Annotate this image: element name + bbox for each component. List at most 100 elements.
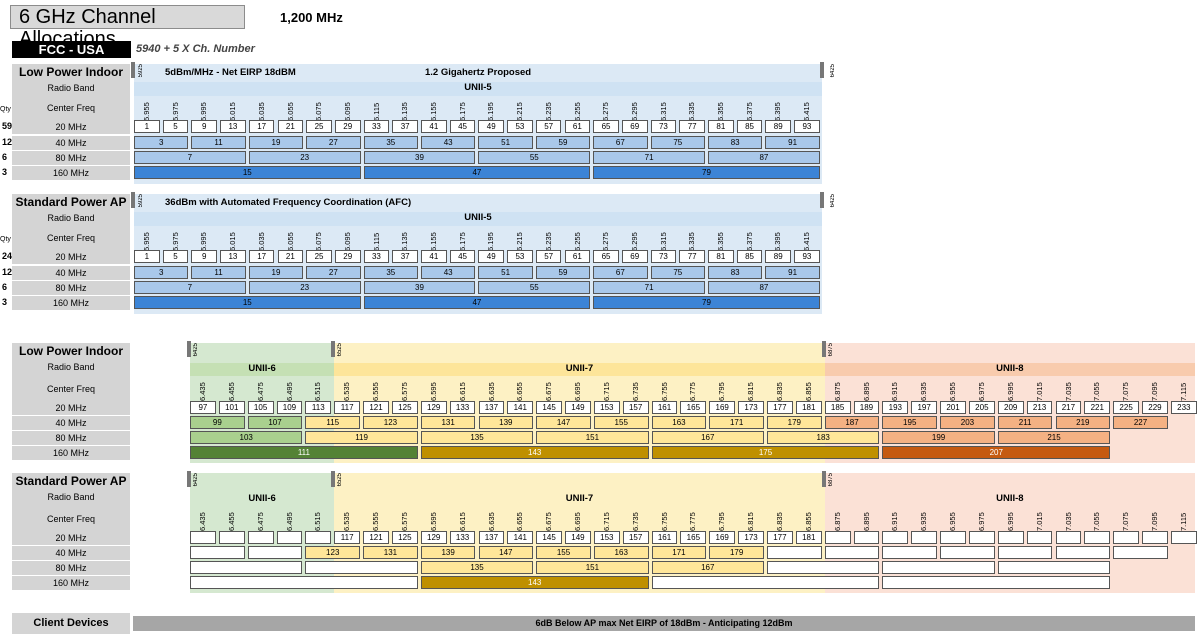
center-freq-tick: 6.695: [573, 382, 583, 401]
center-freq-tick: 6.435: [198, 512, 207, 531]
total-bandwidth: 1,200 MHz: [280, 10, 343, 25]
channel-20mhz: 137: [478, 531, 505, 544]
channel-20mhz: 153: [593, 531, 620, 544]
center-freq-tick: 7.115: [1178, 512, 1188, 531]
channel-20mhz: [853, 531, 880, 544]
center-freq-tick: 7.055: [1092, 382, 1102, 401]
channel-20mhz: 85: [736, 120, 763, 133]
center-freq-tick: 6.415: [802, 102, 812, 121]
center-freq-tick: 6.975: [976, 512, 986, 531]
channel-80mhz: 71: [593, 281, 705, 294]
qty-value: 12: [2, 267, 13, 277]
center-freq-tick: 6.755: [659, 382, 669, 401]
band-end-marker: [820, 62, 824, 78]
channel-20mhz: 177: [767, 531, 793, 544]
channel-40mhz: 179: [709, 546, 764, 559]
band-edge-marker: [331, 341, 336, 357]
channel-20mhz: 221: [1084, 401, 1111, 414]
channel-40mhz: 67: [593, 136, 648, 149]
center-freq-tick: 6.355: [716, 102, 725, 121]
channel-20mhz: 89: [765, 120, 792, 133]
channel-20mhz: 65: [593, 250, 619, 263]
channel-20mhz: 5: [162, 120, 189, 133]
channel-width-label: 20 MHz: [12, 401, 130, 415]
channel-40mhz: 195: [882, 416, 938, 429]
band-edge-marker: [187, 341, 191, 357]
center-freq-tick: 6.395: [773, 232, 783, 251]
channel-20mhz: 185: [824, 401, 851, 414]
band-end-freq: 6425: [830, 194, 836, 208]
channel-20mhz: 101: [218, 401, 245, 414]
channel-40mhz: 59: [535, 266, 591, 279]
channel-40mhz: [767, 546, 822, 559]
channel-40mhz: 139: [478, 416, 534, 429]
channel-20mhz: 85: [736, 250, 763, 263]
channel-20mhz: 97: [190, 401, 216, 414]
center-freq-tick: 6.235: [543, 232, 553, 251]
center-freq-tick: 6.195: [486, 232, 496, 251]
channel-40mhz: 187: [824, 416, 880, 429]
channel-20mhz: 33: [363, 120, 390, 133]
channel-160mhz: 15: [134, 296, 361, 309]
qty-header: Qty: [0, 236, 11, 243]
channel-80mhz: 55: [478, 281, 591, 294]
channel-160mhz: 79: [593, 166, 820, 179]
channel-40mhz: 91: [765, 266, 820, 279]
band-start-marker: [131, 62, 135, 78]
channel-80mhz: [997, 561, 1111, 574]
channel-40mhz: 19: [248, 136, 304, 149]
region-badge: FCC - USA: [12, 41, 131, 58]
band-label: UNII-5: [134, 212, 822, 226]
channel-40mhz: [247, 546, 303, 559]
band-end-marker: [820, 192, 824, 208]
center-freq-tick: 6.095: [342, 232, 352, 251]
channel-160mhz: 207: [882, 446, 1111, 459]
channel-40mhz: 131: [420, 416, 476, 429]
channel-width-label: 160 MHz: [12, 576, 130, 590]
channel-40mhz: 35: [363, 266, 418, 279]
center-freq-tick: 7.015: [1034, 382, 1044, 401]
band-edge-marker: [821, 471, 826, 487]
radio-band-label: Radio Band: [12, 360, 130, 375]
channel-40mhz: 83: [708, 136, 763, 149]
channel-20mhz: 153: [593, 401, 620, 414]
channel-20mhz: 121: [363, 401, 389, 414]
channel-40mhz: 163: [651, 416, 707, 429]
center-freq-tick: 6.055: [285, 232, 295, 251]
center-freq-tick: 6.815: [746, 512, 756, 531]
channel-40mhz: 155: [593, 416, 649, 429]
channel-80mhz: 87: [708, 151, 820, 164]
radio-band-label: Radio Band: [12, 211, 130, 226]
center-freq-tick: 6.515: [313, 382, 323, 401]
channel-20mhz: [1113, 531, 1140, 544]
channel-20mhz: 49: [478, 250, 505, 263]
center-freq-tick: 7.095: [1150, 382, 1160, 401]
center-freq-tick: 6.035: [256, 232, 266, 251]
channel-40mhz: 11: [191, 136, 246, 149]
channel-20mhz: 229: [1142, 401, 1168, 414]
qty-value: 59: [2, 121, 13, 131]
band-label: UNII-6: [248, 493, 276, 504]
channel-20mhz: 13: [220, 250, 246, 263]
client-devices-label: Client Devices: [12, 613, 130, 634]
band-edge-freq: 6425: [193, 343, 199, 357]
center-freq-tick: 6.935: [919, 512, 929, 531]
channel-80mhz: 167: [651, 431, 764, 444]
center-freq-tick: 6.415: [802, 232, 812, 251]
center-freq-tick: 6.135: [400, 102, 410, 121]
channel-160mhz: [651, 576, 880, 589]
channel-20mhz: [911, 531, 938, 544]
center-freq-tick: 6.495: [284, 382, 294, 401]
channel-20mhz: 205: [968, 401, 995, 414]
center-freq-tick: 6.335: [687, 232, 697, 251]
center-freq-tick: 6.955: [948, 382, 958, 401]
center-freq-tick: 6.855: [803, 512, 813, 531]
channel-20mhz: 197: [911, 401, 938, 414]
center-freq-tick: 6.015: [228, 232, 238, 251]
channel-20mhz: 181: [795, 401, 822, 414]
channel-20mhz: 57: [535, 120, 562, 133]
center-freq-tick: 6.735: [630, 512, 640, 531]
channel-80mhz: 199: [882, 431, 995, 444]
qty-value: 24: [2, 251, 13, 261]
section-label: Standard Power AP: [12, 194, 130, 211]
